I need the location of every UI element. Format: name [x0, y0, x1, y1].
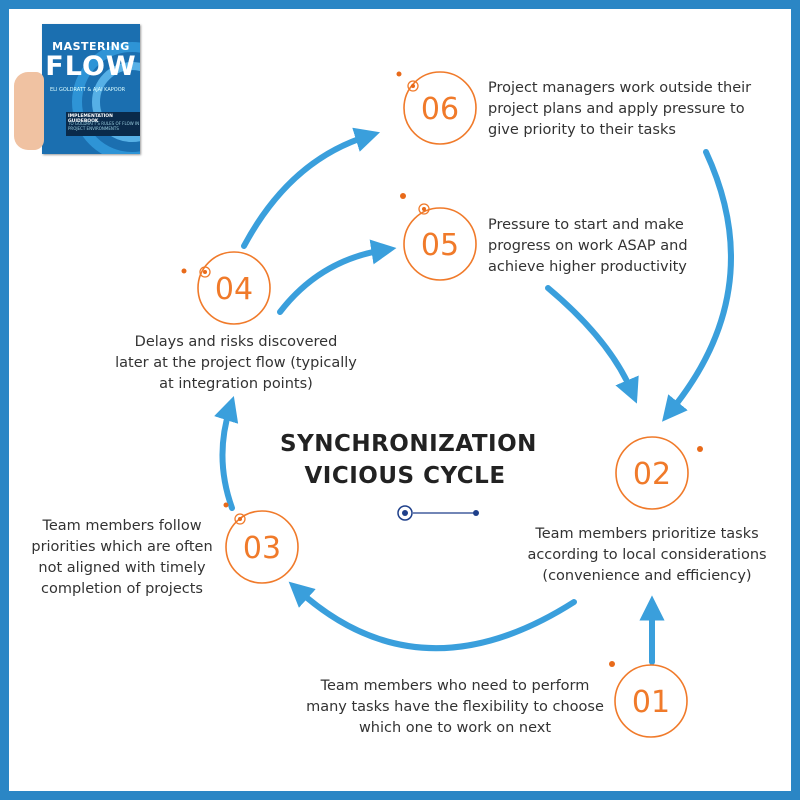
title-connector	[397, 505, 479, 521]
step-number-06: 06	[421, 92, 459, 127]
arrow-03-to-04	[214, 395, 239, 511]
book-title-line1: MASTERING	[52, 40, 130, 53]
step-number-02: 02	[633, 457, 671, 492]
step-circle-01	[614, 664, 688, 738]
step-number-03: 03	[243, 531, 281, 566]
diagram-title: SYNCHRONIZATION VICIOUS CYCLE	[280, 428, 537, 492]
step-number-05: 05	[421, 228, 459, 263]
book-cover: MASTERING FLOW ELI GOLDRATT & AJAI KAPOO…	[42, 24, 140, 154]
book-authors: ELI GOLDRATT & AJAI KAPOOR	[50, 87, 126, 93]
arrow-05-to-02	[545, 285, 639, 404]
step-circle-03	[225, 510, 299, 584]
book-band-line1: IMPLEMENTATION GUIDEBOOK	[68, 114, 113, 124]
book-ring-graphic	[72, 42, 140, 154]
step-number-01: 01	[632, 685, 670, 720]
arrow-06-to-02	[662, 149, 734, 422]
book-band	[66, 112, 140, 136]
book-band-line2: TO GOLDRATT'S RULES OF FLOW IN PROJECT E…	[68, 121, 140, 131]
step-circle-02	[615, 436, 689, 510]
arrow-04-to-05	[277, 239, 397, 315]
accent-dots	[181, 71, 703, 667]
step-circle-06	[403, 71, 477, 145]
step-circle-04	[197, 251, 271, 325]
step-number-04: 04	[215, 272, 253, 307]
diagram-title-line1: SYNCHRONIZATION	[280, 431, 537, 457]
arrow-02-to-03	[288, 581, 577, 652]
book-title-line2: FLOW	[45, 51, 137, 82]
hand-holding-book	[14, 72, 44, 150]
arrow-04-to-06	[241, 127, 381, 249]
step-circle-05	[403, 207, 477, 281]
book-ring-graphic-inner	[92, 62, 140, 142]
diagram-title-line2: VICIOUS CYCLE	[304, 463, 506, 489]
